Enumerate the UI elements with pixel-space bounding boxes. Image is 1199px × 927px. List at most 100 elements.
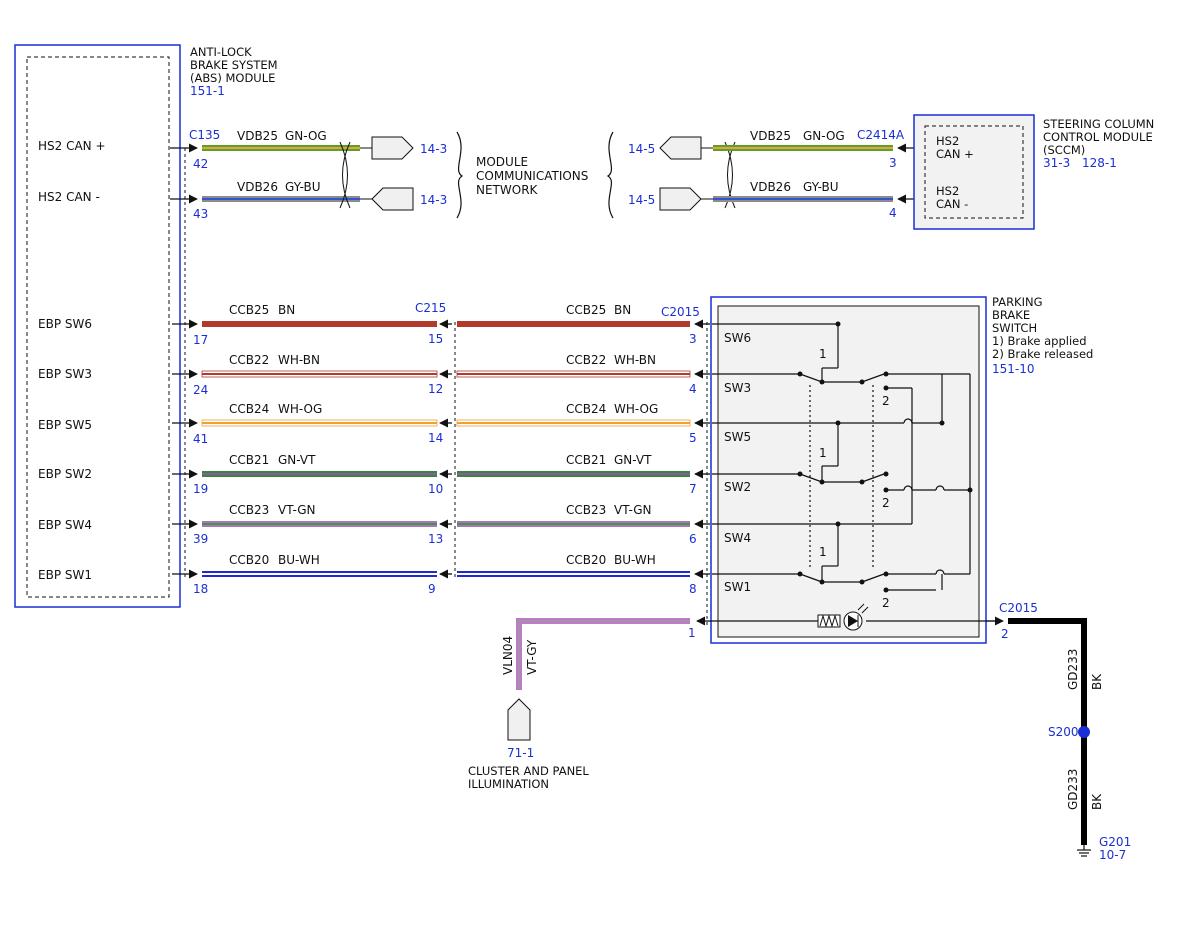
can-minus-left-flag: [371, 187, 414, 211]
illum-pin-1: 1: [688, 626, 696, 640]
brake-wire-left-circuit: CCB20: [229, 553, 269, 567]
abs-pin-label-ebp-sw3: EBP SW3: [38, 367, 92, 381]
c2015-connector-label[interactable]: C2015: [661, 305, 700, 319]
brake-wire-right-color: BN: [614, 303, 631, 317]
sccm-box: [913, 114, 1035, 230]
switch-internal-circuit: [712, 323, 1000, 622]
brake-wire-left-circuit: CCB24: [229, 402, 269, 416]
illum-flag: [507, 698, 531, 741]
left-ref-can-minus[interactable]: 14-3: [420, 193, 447, 207]
illum-ref[interactable]: 71-1: [507, 746, 534, 760]
wire-stripe: [202, 422, 437, 424]
wire-gd233[interactable]: [1008, 618, 1087, 845]
switch-note-applied: 1) Brake applied: [992, 334, 1087, 348]
switch-title-line-1: PARKING: [992, 295, 1043, 309]
vdb25-left-circuit: VDB25: [237, 129, 278, 143]
brake-wire-right-circuit: CCB23: [566, 503, 606, 517]
sccm-pin-label-hs2-minus-1: HS2: [936, 184, 959, 198]
illum-label-line-1: CLUSTER AND PANEL: [468, 764, 589, 778]
right-ref-can-plus[interactable]: 14-5: [628, 142, 655, 156]
switch-label-sw5: SW5: [724, 430, 751, 444]
ground-connector-label[interactable]: C2015: [999, 601, 1038, 615]
wire-vdb25-right[interactable]: [713, 145, 893, 151]
brake-wire-right-color: WH-OG: [614, 402, 658, 416]
c2015-pin: 8: [689, 582, 697, 596]
brake-wire-left-circuit: CCB25: [229, 303, 269, 317]
wire-stripe: [202, 573, 437, 575]
brake-wire-left-color: BU-WH: [278, 553, 320, 567]
abs-pin-39: 39: [193, 532, 208, 546]
brake-wire-left-circuit: CCB22: [229, 353, 269, 367]
left-ref-can-plus[interactable]: 14-3: [420, 142, 447, 156]
illumination-circuit: 1 VLN04 VT-GY 71-1 CLUSTER AND PANEL ILL…: [468, 616, 712, 791]
network-break: MODULE COMMUNICATIONS NETWORK: [456, 131, 614, 219]
wire-stripe: [457, 323, 690, 325]
switch-label-sw3: SW3: [724, 381, 751, 395]
ground-symbol-icon: [1077, 845, 1091, 857]
brake-wire-right-circuit: CCB21: [566, 453, 606, 467]
c2015-pin: 7: [689, 482, 697, 496]
right-ref-can-minus[interactable]: 14-5: [628, 193, 655, 207]
vdb25-right-color: GN-OG: [803, 129, 845, 143]
abs-ref[interactable]: 151-1: [190, 84, 225, 98]
ground-ref[interactable]: 10-7: [1099, 848, 1126, 862]
switch-inner-box: [717, 305, 980, 638]
c215-connector-label[interactable]: C215: [415, 301, 446, 315]
sw3-pos-released: 2: [882, 394, 890, 408]
switch-dots: [797, 321, 973, 593]
abs-pin-41: 41: [193, 432, 208, 446]
twisted-pair-left: [339, 141, 351, 209]
c2015-pin: 4: [689, 382, 697, 396]
sccm-title-line-3: (SCCM): [1043, 143, 1085, 157]
brake-wire-left-color: GN-VT: [278, 453, 316, 467]
c135-connector-label[interactable]: C135: [189, 128, 220, 142]
abs-pin-label-hs2-can-plus: HS2 CAN +: [38, 139, 106, 153]
switch-label-sw1: SW1: [724, 580, 751, 594]
sccm-pin-label-hs2-minus-2: CAN -: [936, 197, 968, 211]
c215-pin: 15: [428, 332, 443, 346]
sccm-title-line-2: CONTROL MODULE: [1043, 130, 1153, 144]
brake-wire-left-circuit: CCB23: [229, 503, 269, 517]
brake-wire-right-circuit: CCB24: [566, 402, 606, 416]
gd233-circuit-upper: GD233: [1066, 649, 1080, 690]
sccm-ref-2[interactable]: 128-1: [1082, 156, 1117, 170]
ground-point-g201[interactable]: G201: [1099, 835, 1131, 849]
led-icon: [843, 603, 869, 631]
c2015-pin: 3: [689, 332, 697, 346]
wire-stripe: [457, 422, 690, 424]
brake-wire-right-color: VT-GN: [614, 503, 651, 517]
c215-pin: 14: [428, 431, 443, 445]
abs-pin-17: 17: [193, 333, 208, 347]
wire-stripe: [202, 373, 437, 375]
switch-ref[interactable]: 151-10: [992, 362, 1035, 376]
c2015-pin: 5: [689, 431, 697, 445]
splice-s200-label[interactable]: S200: [1048, 725, 1079, 739]
can-plus-right-flag: [659, 136, 702, 160]
switch-label-sw4: SW4: [724, 531, 751, 545]
sccm-ref-1[interactable]: 31-3: [1043, 156, 1070, 170]
wire-vdb26-right[interactable]: [713, 196, 893, 202]
switch-label-sw2: SW2: [724, 480, 751, 494]
wire-vdb26-left[interactable]: [202, 196, 360, 202]
abs-title-line-1: ANTI-LOCK: [190, 45, 252, 59]
parking-brake-switch: C2015 PARKING BRAKE SWITCH 1) Brake appl…: [661, 295, 1093, 644]
can-minus-right-flag: [659, 187, 702, 211]
wire-vdb25-left[interactable]: [202, 145, 360, 151]
brake-wire-right-color: BU-WH: [614, 553, 656, 567]
sw2-pos-released: 2: [882, 496, 890, 510]
can-wires-left: VDB25 GN-OG VDB26 GY-BU 14-3 14-3: [170, 129, 447, 211]
abs-module-box: [14, 44, 181, 608]
brake-wire-left-circuit: CCB21: [229, 453, 269, 467]
c2414a-connector-label[interactable]: C2414A: [857, 128, 905, 142]
can-plus-left-flag: [371, 136, 414, 160]
sccm-pin-label-hs2-plus-2: CAN +: [936, 147, 974, 161]
wire-vln04[interactable]: [516, 618, 690, 690]
abs-module-inner: [26, 56, 170, 598]
abs-pin-43: 43: [193, 207, 208, 221]
wire-stripe: [457, 573, 690, 575]
splice-s200-icon[interactable]: [1078, 726, 1090, 738]
brake-wire-right-color: WH-BN: [614, 353, 656, 367]
can-wires-right: 14-5 14-5 VDB25 GN-OG VDB26 GY-BU C2414A…: [628, 128, 925, 220]
